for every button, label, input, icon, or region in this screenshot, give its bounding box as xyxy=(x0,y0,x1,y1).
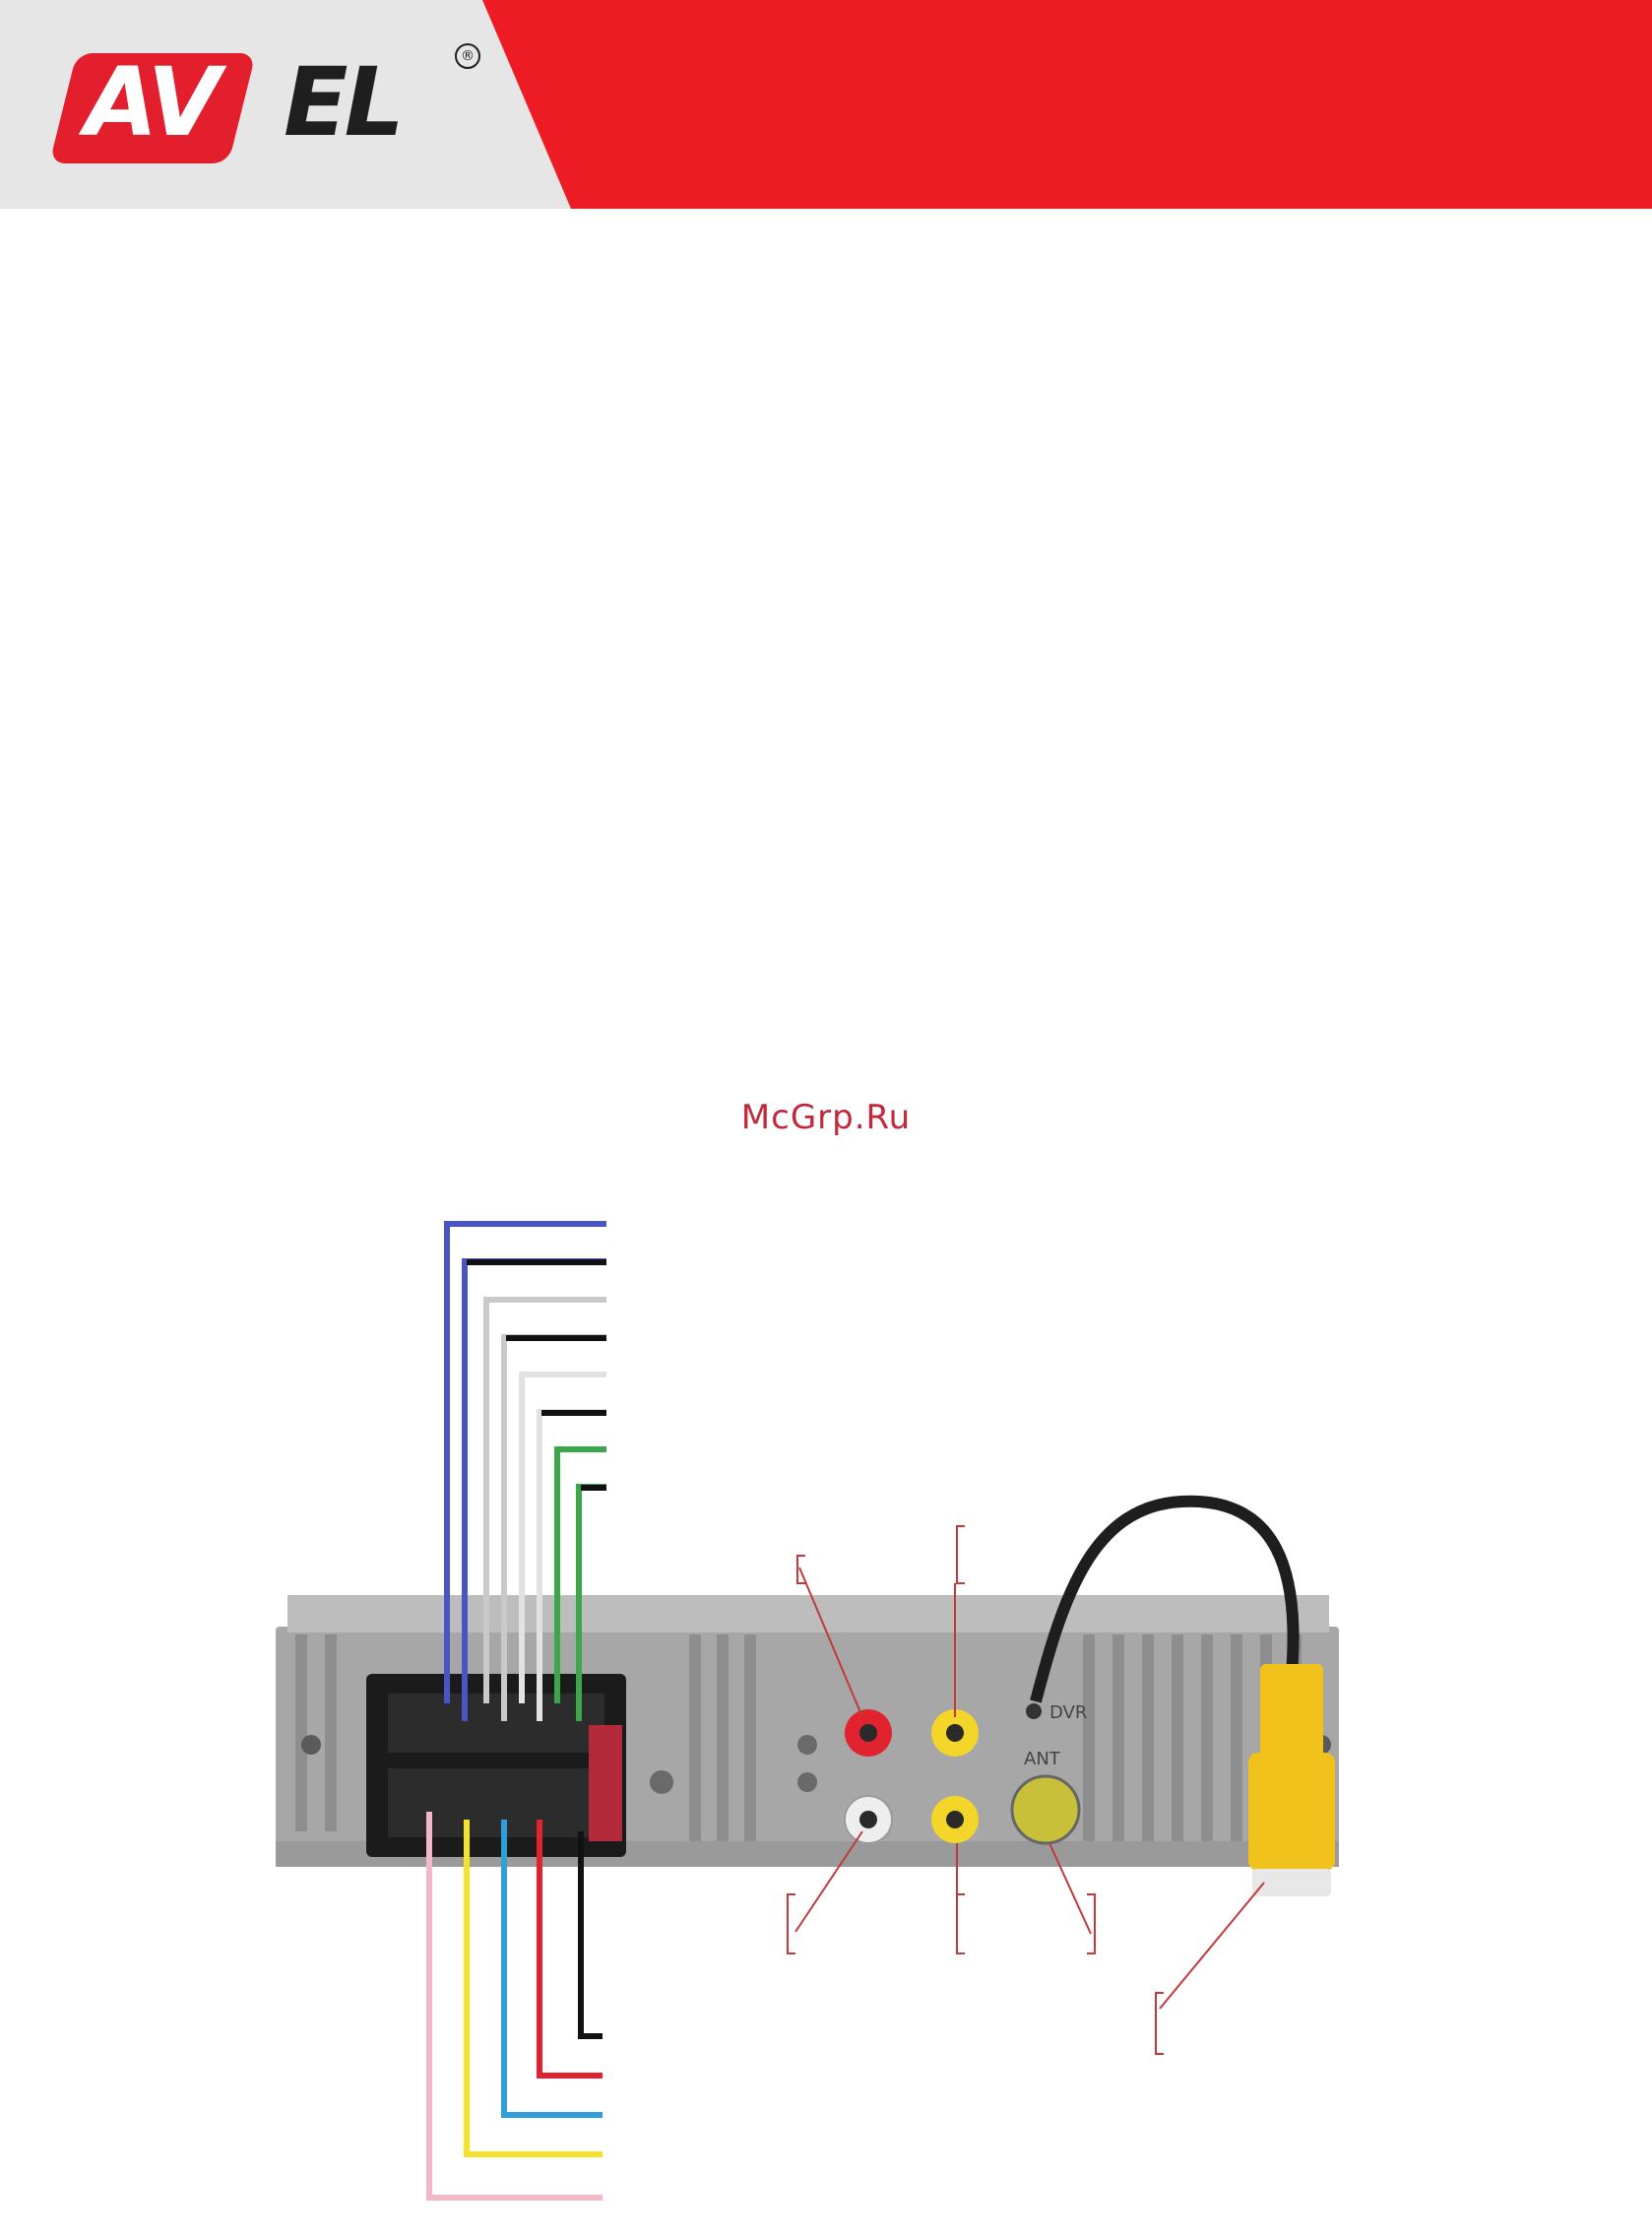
logo-text-av: AV xyxy=(85,47,221,158)
header-red-band xyxy=(482,0,1652,209)
wire-white xyxy=(519,1372,606,1703)
wire-yellow xyxy=(464,1820,603,2157)
watermark-text: McGrp.Ru xyxy=(740,1098,912,1137)
wire-light-blue xyxy=(501,1820,603,2118)
dvr-label: DVR xyxy=(1049,1702,1087,1723)
wire-red xyxy=(537,1820,603,2079)
callouts xyxy=(787,1525,1265,2055)
wire-blue xyxy=(444,1221,606,1703)
registered-mark: ® xyxy=(455,43,480,69)
dvr-port xyxy=(1026,1703,1042,1719)
antenna-jack xyxy=(1010,1774,1081,1845)
header-background xyxy=(0,0,1652,209)
bottom-wire-bundle xyxy=(426,1812,603,2201)
wire-black xyxy=(578,1831,603,2039)
wire-grey xyxy=(483,1297,606,1703)
ant-label: ANT xyxy=(1024,1749,1061,1769)
fuse xyxy=(589,1725,622,1841)
logo-text-el: EL xyxy=(284,47,405,158)
wire-green xyxy=(554,1446,606,1703)
wire-pink xyxy=(426,1812,603,2201)
rca-jacks: DVR ANT xyxy=(844,1702,1087,1845)
dvr-cable xyxy=(1030,1495,1335,1896)
iso-connector xyxy=(366,1674,626,1857)
page-header: AV EL ® xyxy=(0,0,1652,209)
top-wire-bundle xyxy=(444,1221,606,1721)
rca-plug-body xyxy=(1260,1664,1323,1759)
